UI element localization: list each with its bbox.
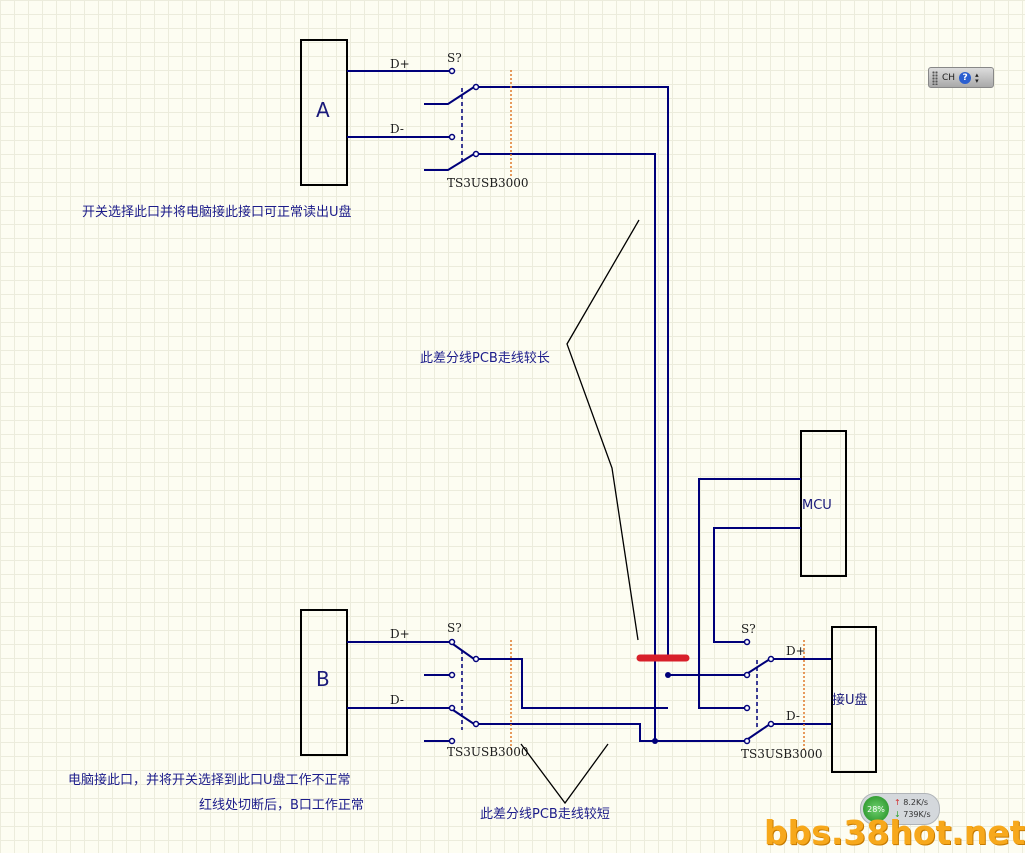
grip-icon[interactable] — [932, 70, 938, 85]
block-b-label: B — [316, 667, 330, 691]
note-port-b-line1: 电脑接此口，并将开关选择到此口U盘工作不正常 — [68, 772, 351, 788]
language-indicator[interactable]: CH — [942, 72, 956, 83]
language-toolbar[interactable]: CH ? ▴▾ — [928, 67, 994, 88]
bl-dplus-label: D+ — [390, 627, 410, 641]
note-short-trace: 此差分线PCB走线较短 — [480, 807, 610, 822]
cpu-percent: 28% — [863, 796, 889, 822]
block-mcu — [800, 430, 847, 577]
switch-bottom-left — [347, 638, 668, 750]
switch-bottom-right — [655, 638, 832, 750]
upload-speed: 8.2K/s — [894, 798, 928, 807]
br-dplus-label: D+ — [786, 644, 806, 658]
top-dplus-label: D+ — [390, 57, 410, 71]
mcu-dplus-wire — [698, 478, 801, 709]
short-trace-pointer — [520, 743, 609, 805]
download-speed: 739K/s — [894, 810, 930, 819]
note-port-b-line2: 红线处切断后，B口工作正常 — [199, 797, 364, 813]
network-monitor-widget[interactable]: 28% 8.2K/s 739K/s — [860, 793, 940, 825]
block-mcu-label: MCU — [802, 498, 832, 513]
block-udisk — [831, 626, 877, 773]
note-port-a: 开关选择此口并将电脑接此接口可正常读出U盘 — [82, 204, 352, 220]
br-switch-part: TS3USB3000 — [741, 747, 823, 761]
br-switch-designator: S? — [741, 622, 756, 636]
long-trace-pointer — [566, 219, 640, 641]
top-dminus-label: D- — [390, 122, 404, 136]
top-switch-part: TS3USB3000 — [447, 176, 529, 190]
note-long-trace: 此差分线PCB走线较长 — [420, 351, 550, 366]
mcu-dminus-wire — [713, 527, 801, 643]
options-arrow-icon[interactable]: ▴▾ — [975, 70, 979, 85]
bl-switch-part: TS3USB3000 — [447, 745, 529, 759]
switch-top — [347, 67, 669, 741]
block-b — [300, 609, 348, 756]
bl-dminus-label: D- — [390, 693, 404, 707]
br-dminus-label: D- — [786, 709, 800, 723]
bl-switch-designator: S? — [447, 621, 462, 635]
help-icon[interactable]: ? — [959, 71, 972, 84]
watermark: bbs.38hot.net — [764, 813, 1025, 852]
block-udisk-label: 接U盘 — [832, 692, 868, 708]
block-a — [300, 39, 348, 186]
top-switch-designator: S? — [447, 51, 462, 65]
block-a-label: A — [316, 98, 330, 122]
